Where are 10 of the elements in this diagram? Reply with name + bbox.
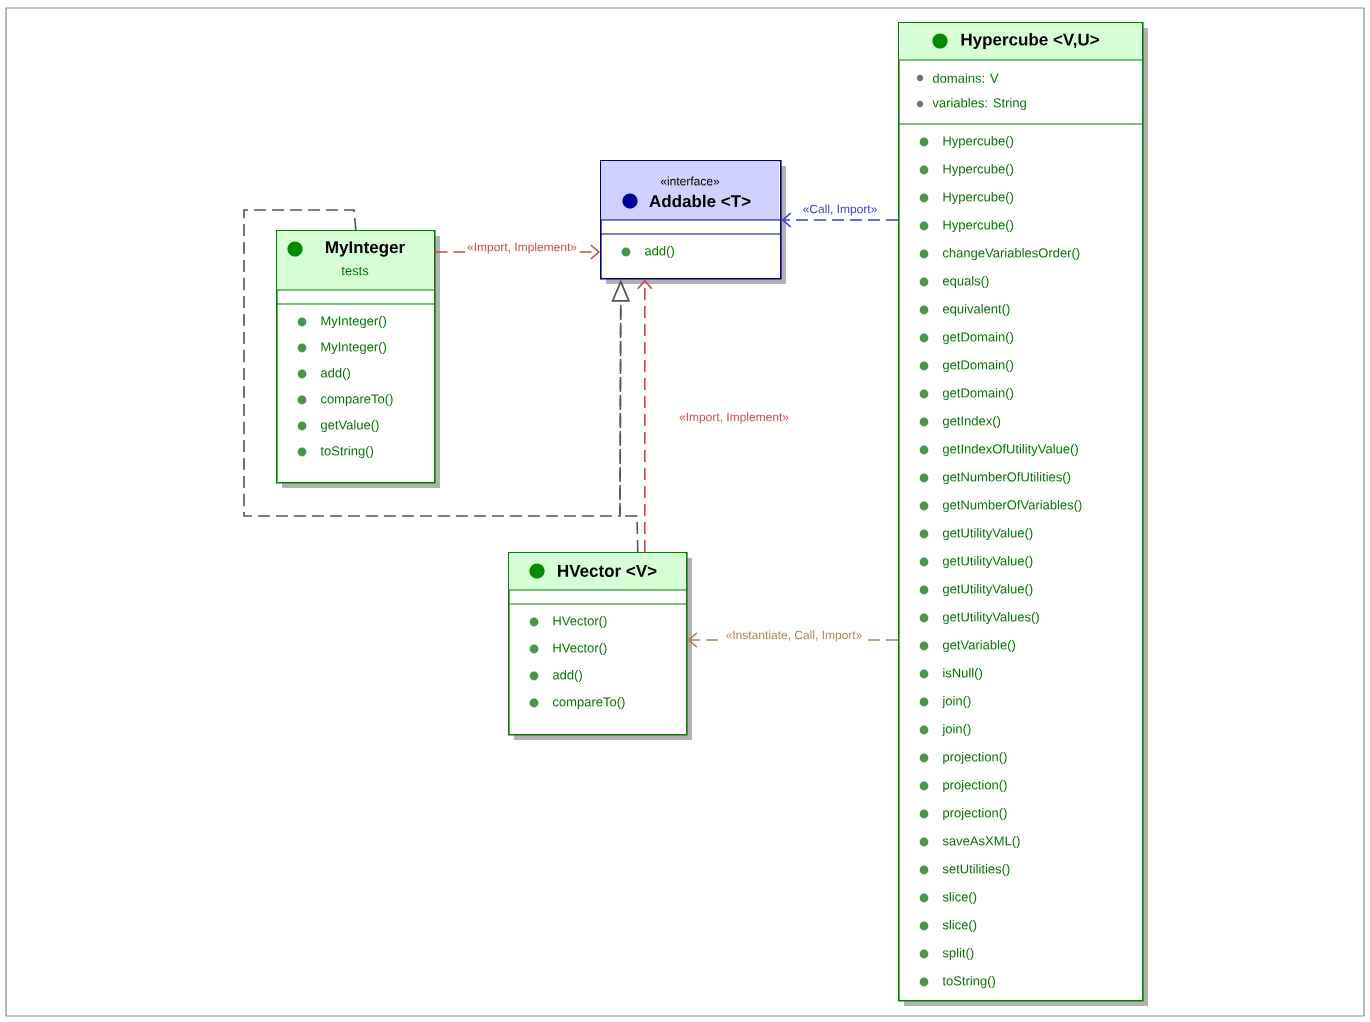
dependency-arrow <box>637 279 653 553</box>
class-box <box>507 552 692 740</box>
class-name: Addable <T> <box>649 194 751 208</box>
class-box <box>897 22 1148 1006</box>
class-name: Hypercube <V,U> <box>961 33 1099 49</box>
class-box <box>275 230 440 488</box>
class-name: HVector <V> <box>558 565 657 577</box>
class-box <box>599 160 786 284</box>
dependency-arrow <box>781 212 899 228</box>
class-name: MyInteger <box>326 241 405 257</box>
